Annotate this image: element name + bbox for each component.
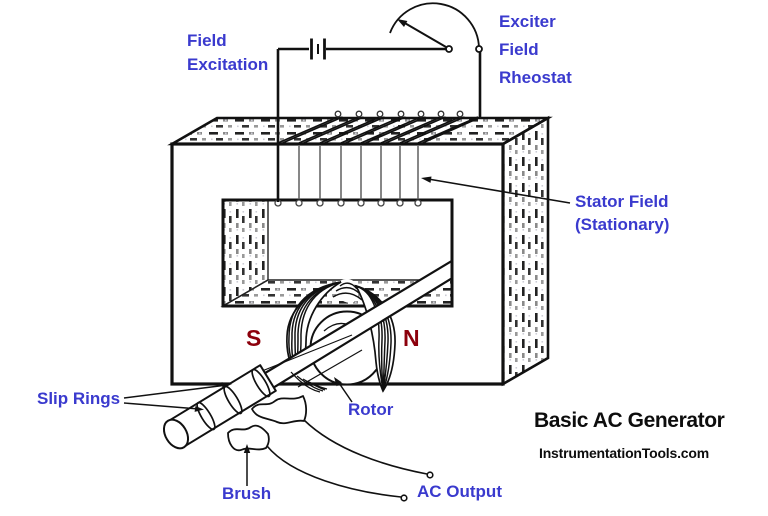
label-south-pole: S (246, 325, 262, 351)
stator-field-arrow (421, 176, 571, 204)
ac-output-wires (266, 419, 434, 502)
excitation-circuit (276, 2, 483, 202)
label-slip-rings: Slip Rings (37, 389, 121, 408)
brush-shapes (227, 395, 308, 452)
label-ac-output: AC Output (417, 482, 502, 501)
label-brush: Brush (222, 484, 272, 503)
label-field-excitation: Field Excitation (187, 31, 269, 74)
leader-arrows (123, 377, 353, 486)
label-stator-field: Stator Field (Stationary) (575, 192, 670, 234)
watermark-text: InstrumentationTools.com (539, 445, 709, 461)
label-rotor: Rotor (348, 400, 394, 419)
rheostat-symbol (389, 2, 483, 53)
label-north-pole: N (403, 325, 420, 351)
label-exciter-field-rheostat: Exciter Field Rheostat (499, 12, 572, 87)
battery-symbol (310, 38, 326, 60)
diagram-title: Basic AC Generator (534, 409, 725, 432)
stator-winding-coil (274, 110, 482, 207)
slip-rings-shapes (162, 364, 277, 450)
rotor-assembly (162, 259, 454, 502)
